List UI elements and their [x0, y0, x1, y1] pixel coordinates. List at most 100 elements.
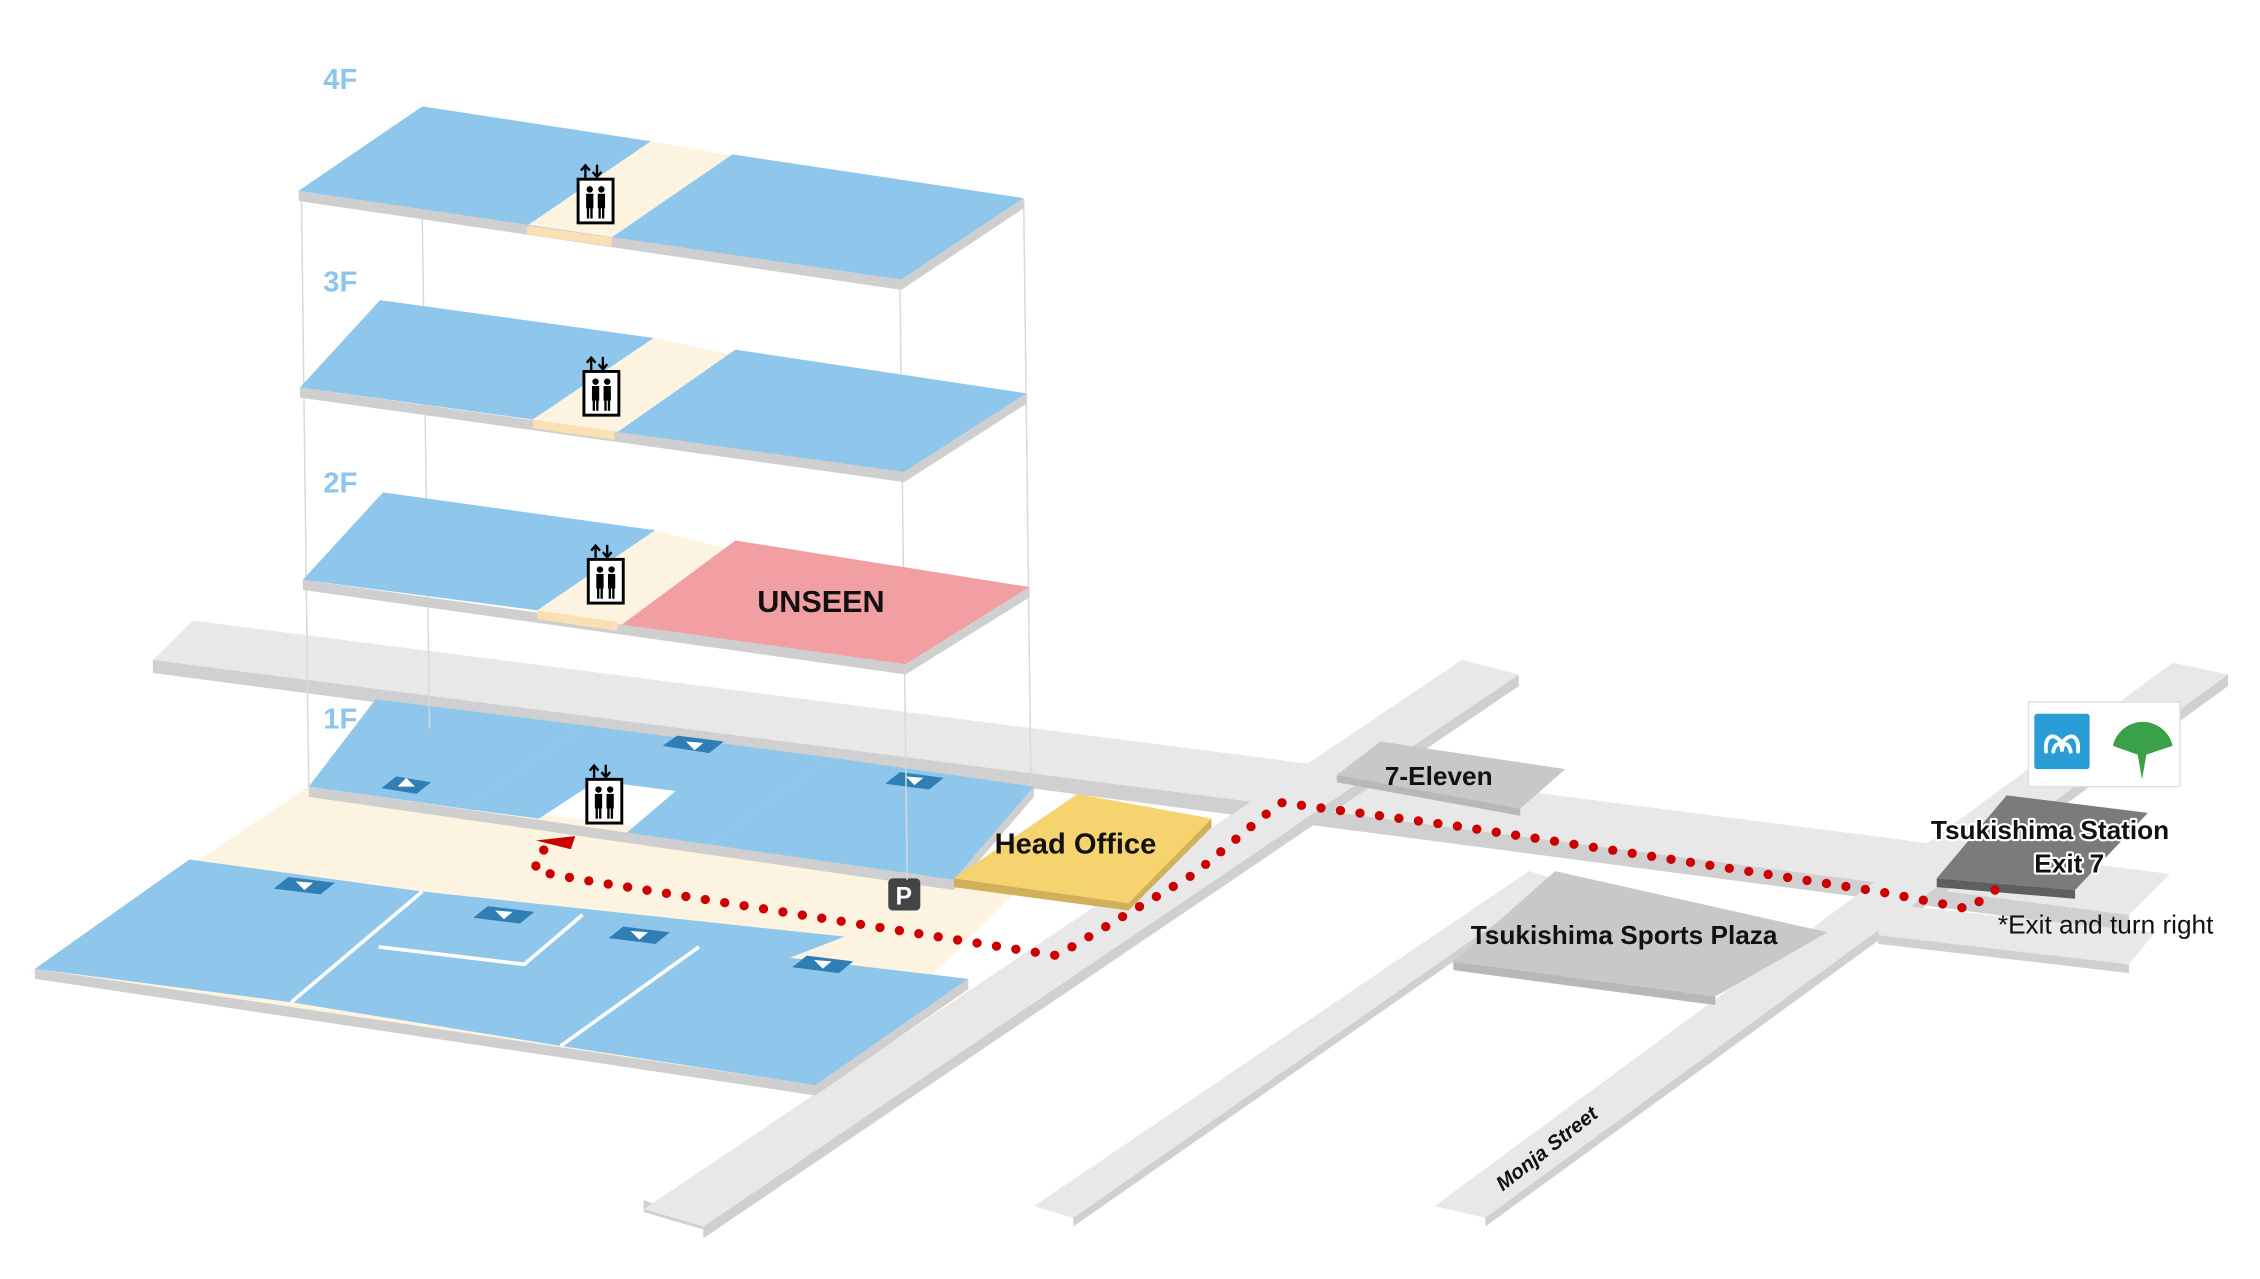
route-dot	[894, 925, 905, 936]
route-dot	[539, 845, 549, 855]
room-1f-back-left	[308, 699, 586, 809]
floor-label-4f: 4F	[323, 64, 357, 96]
route-dot	[1724, 863, 1734, 874]
room-1f-back-mid	[463, 725, 831, 845]
door-arrow	[495, 910, 513, 920]
route-dot	[1510, 830, 1521, 840]
route-dot	[933, 932, 943, 942]
route-dot	[1763, 869, 1773, 880]
route-dot	[1452, 821, 1463, 831]
route-dot	[1491, 827, 1501, 837]
floor-2f: UNSEEN 2F	[302, 467, 1030, 675]
corridor-edge-4f	[527, 225, 612, 247]
room-3f-right	[614, 349, 1027, 472]
head-office-top[interactable]	[953, 793, 1212, 904]
route-dot	[564, 872, 575, 883]
road-diag-2	[1033, 871, 1559, 1218]
road-main	[152, 620, 2170, 915]
road-right-tail	[1878, 903, 2156, 965]
walking-route	[531, 798, 2000, 960]
station-name-label: Tsukishima Station	[1931, 815, 2169, 845]
route-dot	[1394, 813, 1404, 823]
route-dot	[817, 913, 827, 923]
slab-side-1f-back	[953, 786, 1034, 891]
route-dot	[1168, 881, 1178, 892]
toei-subway-logo	[2112, 721, 2173, 780]
room-1f-back-right	[710, 757, 1034, 880]
route-dot	[531, 861, 541, 871]
route-dot	[1918, 895, 1928, 905]
route-dot	[1117, 911, 1128, 922]
route-dot	[1413, 816, 1424, 826]
sports-plaza[interactable]: Tsukishima Sports Plaza	[1453, 871, 1828, 1006]
slab-side-4f	[901, 198, 1024, 290]
route-dot	[1011, 944, 1021, 954]
route-dot	[1899, 891, 1909, 902]
route-dot	[914, 929, 924, 939]
route-dot	[720, 897, 730, 908]
head-office-label: Head Office	[995, 829, 1157, 861]
slab-side-3f	[904, 393, 1027, 483]
route-dot	[1990, 885, 2000, 895]
route-dot	[778, 907, 788, 917]
route-dot	[1627, 848, 1637, 858]
route-dot	[1782, 872, 1793, 883]
route-dot	[1067, 942, 1077, 952]
unseen-room[interactable]	[617, 540, 1030, 665]
route-dot	[1860, 884, 1870, 895]
tsukishima-station-exit[interactable]: Tsukishima Station Exit 7	[1929, 795, 2171, 899]
floor-label-3f: 3F	[323, 266, 357, 298]
route-dot	[1296, 800, 1307, 810]
route-dot	[1050, 950, 1060, 960]
room-3f-left	[299, 300, 654, 420]
station-logos	[2027, 701, 2181, 788]
route-arrow-head	[535, 836, 576, 850]
route-dot	[1433, 818, 1443, 829]
route-dot	[855, 919, 866, 930]
seven-eleven-top[interactable]	[1336, 741, 1566, 809]
route-dot	[1185, 871, 1195, 882]
route-dot	[1880, 888, 1890, 898]
route-dot	[1084, 932, 1094, 942]
door-arrow	[685, 741, 704, 751]
route-dot	[739, 901, 749, 911]
door-arrow	[905, 776, 924, 786]
door-arrow	[295, 881, 314, 891]
route-dot	[952, 935, 963, 945]
sports-plaza-top[interactable]	[1453, 871, 1828, 997]
floor-label-2f: 2F	[323, 467, 357, 499]
corridor-edge-3f	[532, 419, 615, 440]
door-arrow	[397, 777, 416, 787]
route-dot	[1101, 922, 1111, 932]
door-arrow	[814, 959, 832, 969]
sports-plaza-edge	[1453, 961, 1716, 1006]
floor-guides	[300, 192, 1032, 880]
route-dot	[875, 922, 885, 933]
route-dot	[1201, 859, 1211, 870]
route-dot	[1974, 896, 1984, 907]
sports-plaza-label: Tsukishima Sports Plaza	[1471, 920, 1778, 950]
station-exit-edge	[1936, 878, 2076, 899]
road-diag-2-side	[1073, 879, 1559, 1227]
unseen-label: UNSEEN	[757, 585, 884, 619]
route-dot	[584, 876, 594, 886]
station-exit-top[interactable]	[1936, 795, 2148, 891]
seven-eleven-edge	[1336, 774, 1521, 816]
seven-eleven-label: 7-Eleven	[1385, 761, 1493, 791]
door-arrow	[630, 930, 649, 940]
seven-eleven[interactable]: 7-Eleven	[1336, 741, 1566, 816]
room-1f-front-mid	[291, 891, 845, 1046]
route-dot	[1957, 903, 1967, 913]
route-dot	[642, 885, 652, 895]
route-dot	[1335, 805, 1346, 816]
room-divider	[290, 890, 424, 1004]
route-dot	[1472, 824, 1482, 834]
route-dot	[1151, 891, 1162, 902]
tokyo-metro-mark	[2043, 734, 2080, 754]
head-office[interactable]: Head Office	[953, 793, 1212, 911]
room-4f-left	[298, 106, 651, 226]
route-dot	[991, 941, 1002, 951]
room-divider	[378, 913, 584, 967]
road-right-tail-edge	[1878, 935, 2129, 974]
